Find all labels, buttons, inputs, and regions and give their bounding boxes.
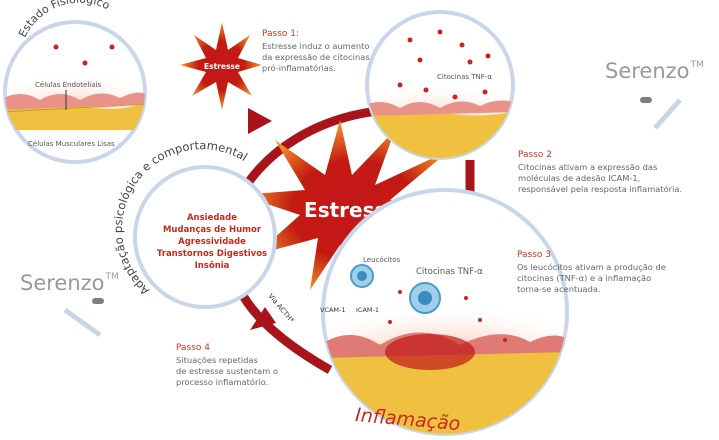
serenzo-text: Serenzo <box>20 271 105 295</box>
states-physiological-endothelial_label: Células Endoteliais <box>35 81 101 89</box>
serenzo-text: Serenzo <box>605 59 690 83</box>
trademark-mark: TM <box>690 60 704 70</box>
trademark-mark: TM <box>105 272 119 282</box>
states-inflammation-leukocytes_label: Leucócitos <box>363 256 400 264</box>
steps-0-title: Passo 1: <box>262 29 299 39</box>
step-1: Passo 1: Estresse induz o aumento da exp… <box>262 29 370 73</box>
steps-0-lines-2: pró-inflamatórias. <box>262 63 336 73</box>
serenzo-watermark-text: SerenzoTM <box>20 271 119 295</box>
steps-0-lines-1: da expressão de citocinas <box>262 52 370 62</box>
states-adaptation-symptoms-1: Mudanças de Humor <box>163 225 262 235</box>
steps-2-lines-1: citocinas (TNF-α) e a inflamação <box>517 273 651 283</box>
states-physiological-muscle_label: Células Musculares Lisas <box>28 140 115 148</box>
states-adaptation-symptoms-3: Transtornos Digestivos <box>157 249 267 259</box>
serenzo-watermark-text: SerenzoTM <box>605 59 704 83</box>
step-3: Passo 3 Os leucócitos ativam a produção … <box>517 250 666 294</box>
steps-3-lines-1: de estresse sustentam o <box>176 366 278 376</box>
steps-3-title: Passo 4 <box>176 343 210 353</box>
steps-3-lines-0: Situações repetidas <box>176 355 258 365</box>
stress-small_label: Estresse <box>204 62 240 71</box>
steps-2-lines-0: Os leucócitos ativam a produção de <box>517 262 666 272</box>
arrow-head-1 <box>248 108 272 134</box>
states-adaptation-symptoms-2: Agressividade <box>178 237 246 247</box>
states-adaptation-symptoms-4: Insônia <box>195 260 230 271</box>
serenzo-watermark-top: SerenzoTM <box>605 59 704 130</box>
step-2: Passo 2 Citocinas ativam a expressão das… <box>518 150 682 194</box>
steps-1-lines-1: moléculas de adesão ICAM-1, <box>518 173 640 183</box>
states-inflammation-icam_label: ICAM-1 <box>356 306 379 314</box>
arrow-head-4 <box>250 307 276 330</box>
states-cytokines_label: Citocinas TNF-α <box>437 73 492 81</box>
inflammation-circle: Leucócitos Citocinas TNF-α VCAM-1 ICAM-1… <box>320 188 569 436</box>
states-inflammation-vcam_label: VCAM-1 <box>320 306 346 314</box>
steps-2-title: Passo 3 <box>517 250 551 260</box>
serenzo-watermark-left: SerenzoTM <box>20 271 119 338</box>
steps-1-lines-0: Citocinas ativam a expressão das <box>518 162 657 172</box>
steps-2-lines-2: torna-se acentuada. <box>517 284 601 294</box>
physiological-state-circle: Células Endoteliais Células Musculares L… <box>3 0 147 164</box>
steps-0-lines-0: Estresse induz o aumento <box>262 41 369 51</box>
step-4: Passo 4 Situações repetidas de estresse … <box>176 343 278 387</box>
states-inflammation-cytokines_label: Citocinas TNF-α <box>416 267 483 277</box>
steps-3-lines-2: processo inflamatório. <box>176 377 268 387</box>
states-adaptation-symptoms-0: Ansiedade <box>187 213 237 223</box>
steps-1-title: Passo 2 <box>518 150 552 160</box>
cytokines-circle: Citocinas TNF-α <box>365 10 515 160</box>
stress-burst-small: Estresse <box>180 22 262 110</box>
adaptation-circle: Adaptação psicológica e comportamental A… <box>111 138 277 309</box>
steps-1-lines-2: responsável pela resposta inflamatória. <box>518 184 682 194</box>
